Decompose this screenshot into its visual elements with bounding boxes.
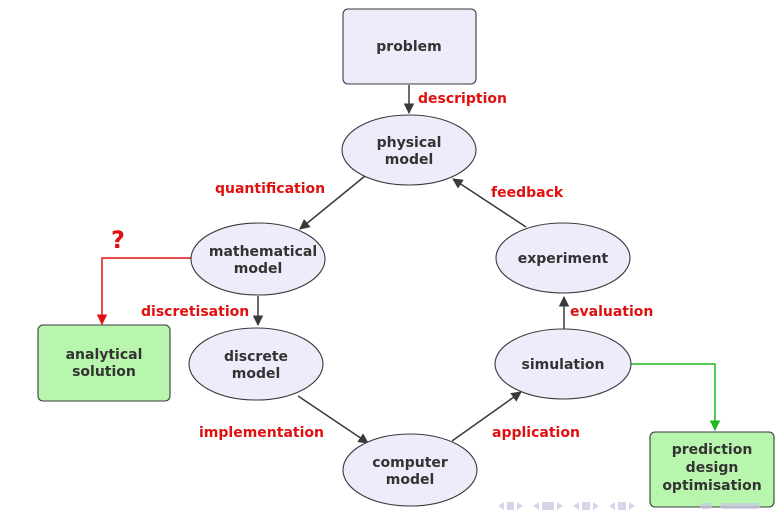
node-simulation-label: simulation xyxy=(521,357,604,373)
node-prediction-line2: design xyxy=(686,460,739,476)
navigation-symbols xyxy=(498,502,760,510)
label-description: description xyxy=(418,91,507,107)
node-discrete-model: discrete model xyxy=(188,327,324,401)
nav-search-icon xyxy=(700,503,712,509)
node-discrete-line2: model xyxy=(232,366,281,382)
edge-computer-simulation xyxy=(451,391,522,442)
edge-mathematical-analytical xyxy=(96,257,191,326)
node-computer-line2: model xyxy=(386,472,435,488)
node-analytical-solution: analytical solution xyxy=(37,324,171,402)
label-question-mark: ? xyxy=(111,226,125,254)
label-application: application xyxy=(492,425,580,441)
nav-doc-prev-icon xyxy=(609,502,615,510)
node-computer-model: computer model xyxy=(342,433,478,507)
node-prediction-line3: optimisation xyxy=(662,478,761,494)
nav-next-icon xyxy=(517,502,523,510)
nav-frame-icon xyxy=(507,502,514,510)
label-quantification: quantification xyxy=(215,181,325,197)
node-analytical-line1: analytical xyxy=(66,347,143,363)
node-simulation: simulation xyxy=(494,328,632,400)
node-mathematical-line2: model xyxy=(234,261,283,277)
node-prediction-design-optimisation: prediction design optimisation xyxy=(649,431,775,508)
nav-prev-icon xyxy=(498,502,504,510)
node-mathematical-line1: mathematical xyxy=(209,244,317,260)
nav-doc-next-icon xyxy=(629,502,635,510)
node-experiment-label: experiment xyxy=(518,251,609,267)
node-prediction-line1: prediction xyxy=(672,442,753,458)
node-problem: problem xyxy=(342,8,477,85)
label-evaluation: evaluation xyxy=(570,304,653,320)
edge-physical-mathematical xyxy=(299,175,366,230)
label-discretisation: discretisation xyxy=(141,304,249,320)
node-problem-label: problem xyxy=(376,39,441,55)
nav-section-next-icon xyxy=(593,502,599,510)
node-discrete-line1: discrete xyxy=(224,349,288,365)
node-mathematical-model: mathematical model xyxy=(190,222,326,296)
node-physical-model: physical model xyxy=(341,114,477,186)
nav-back-icon xyxy=(720,503,760,509)
nav-subsection-next-icon xyxy=(557,502,563,510)
node-analytical-line2: solution xyxy=(72,364,136,380)
edge-simulation-prediction xyxy=(630,363,721,432)
nav-subsection-icon xyxy=(542,502,554,510)
nav-section-icon xyxy=(582,502,590,510)
nav-section-prev-icon xyxy=(573,502,579,510)
nav-subsection-prev-icon xyxy=(533,502,539,510)
node-experiment: experiment xyxy=(495,222,631,294)
edge-discrete-computer xyxy=(297,395,369,444)
node-physical-line1: physical xyxy=(377,135,442,151)
node-physical-line2: model xyxy=(385,152,434,168)
node-computer-line1: computer xyxy=(372,455,448,471)
nav-doc-icon xyxy=(618,502,626,510)
label-implementation: implementation xyxy=(199,425,324,441)
edge-experiment-physical xyxy=(452,178,527,228)
label-feedback: feedback xyxy=(491,185,564,201)
